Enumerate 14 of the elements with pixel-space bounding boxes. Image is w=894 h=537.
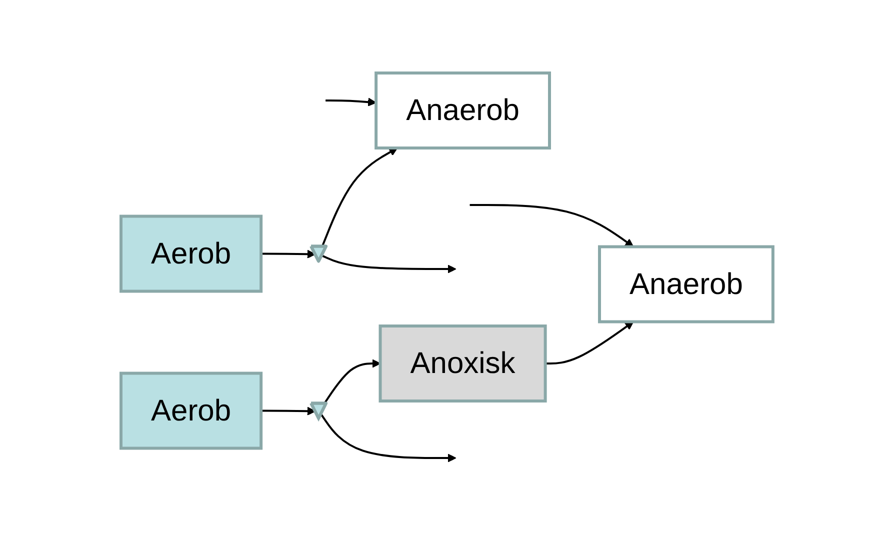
arrow — [320, 413, 456, 462]
arrow — [470, 204, 634, 247]
arrow — [261, 249, 316, 258]
node-box: Anoxisk — [378, 324, 547, 402]
arrow — [321, 147, 398, 247]
node-box: Aerob — [120, 214, 263, 292]
node-box: Anaerob — [374, 71, 552, 149]
node-box: Anaerob — [598, 244, 774, 323]
arrow — [326, 97, 376, 106]
arrow — [261, 406, 316, 416]
arrow — [545, 320, 634, 364]
arrow — [323, 358, 381, 404]
arrow — [322, 254, 456, 273]
node-box: Aerob — [120, 371, 263, 450]
